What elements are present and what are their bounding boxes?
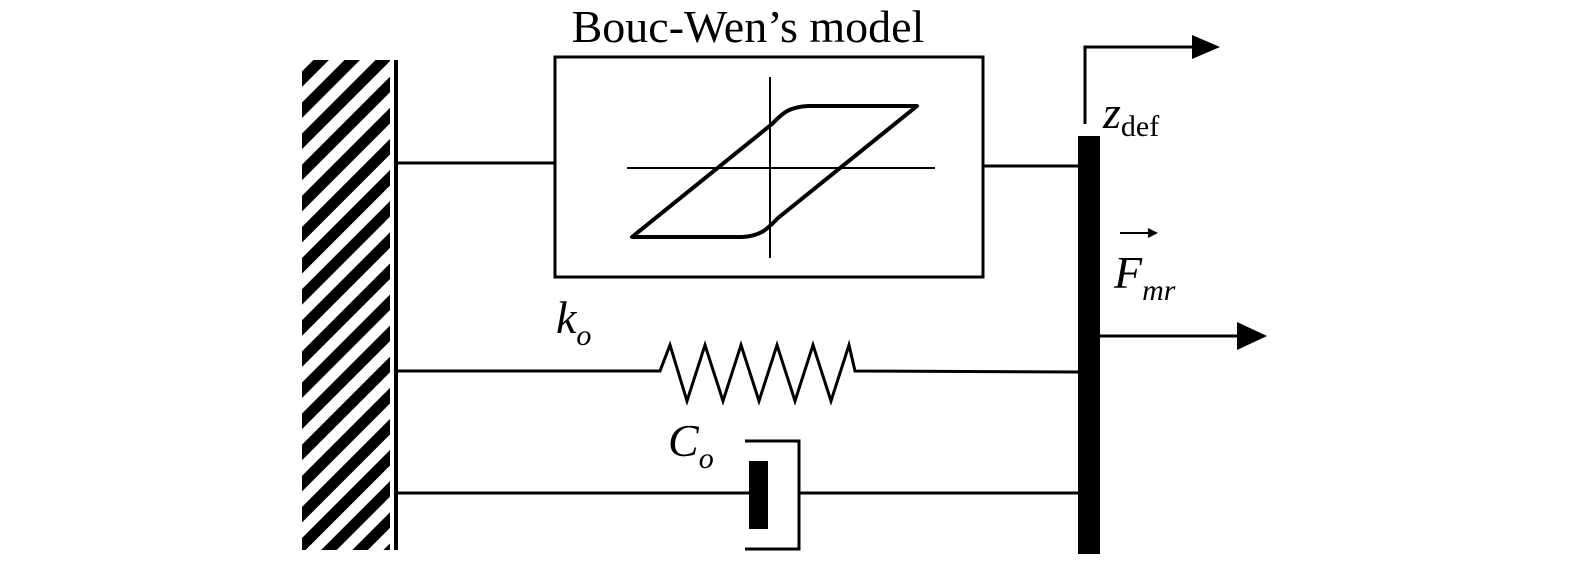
- spring-coil: [396, 339, 1081, 407]
- fixed-wall: [302, 60, 398, 550]
- spring-element: [396, 339, 1081, 407]
- damper-cylinder: [745, 439, 801, 551]
- force-vector-mark: [1120, 228, 1158, 238]
- damping-label: Co: [668, 415, 714, 475]
- stiffness-label: ko: [556, 292, 591, 352]
- force-label: Fmr: [1113, 247, 1176, 307]
- vector-bar-head: [1148, 228, 1158, 238]
- moving-plate: [1078, 136, 1100, 554]
- force-arrow: [1100, 322, 1267, 350]
- damper-piston: [749, 461, 768, 529]
- displacement-arrow: [1083, 35, 1220, 124]
- force-arrow-head: [1237, 322, 1267, 350]
- displacement-arrow-shaft: [1083, 45, 1196, 124]
- damper-element: [396, 439, 1080, 551]
- bouc-wen-element: [396, 55, 1080, 279]
- wall-hatching: [302, 60, 390, 550]
- diagram-title: Bouc-Wen’s model: [572, 1, 925, 52]
- displacement-label: zdef: [1102, 87, 1159, 143]
- hysteresis-loop: [630, 104, 919, 239]
- displacement-arrow-head: [1192, 35, 1220, 59]
